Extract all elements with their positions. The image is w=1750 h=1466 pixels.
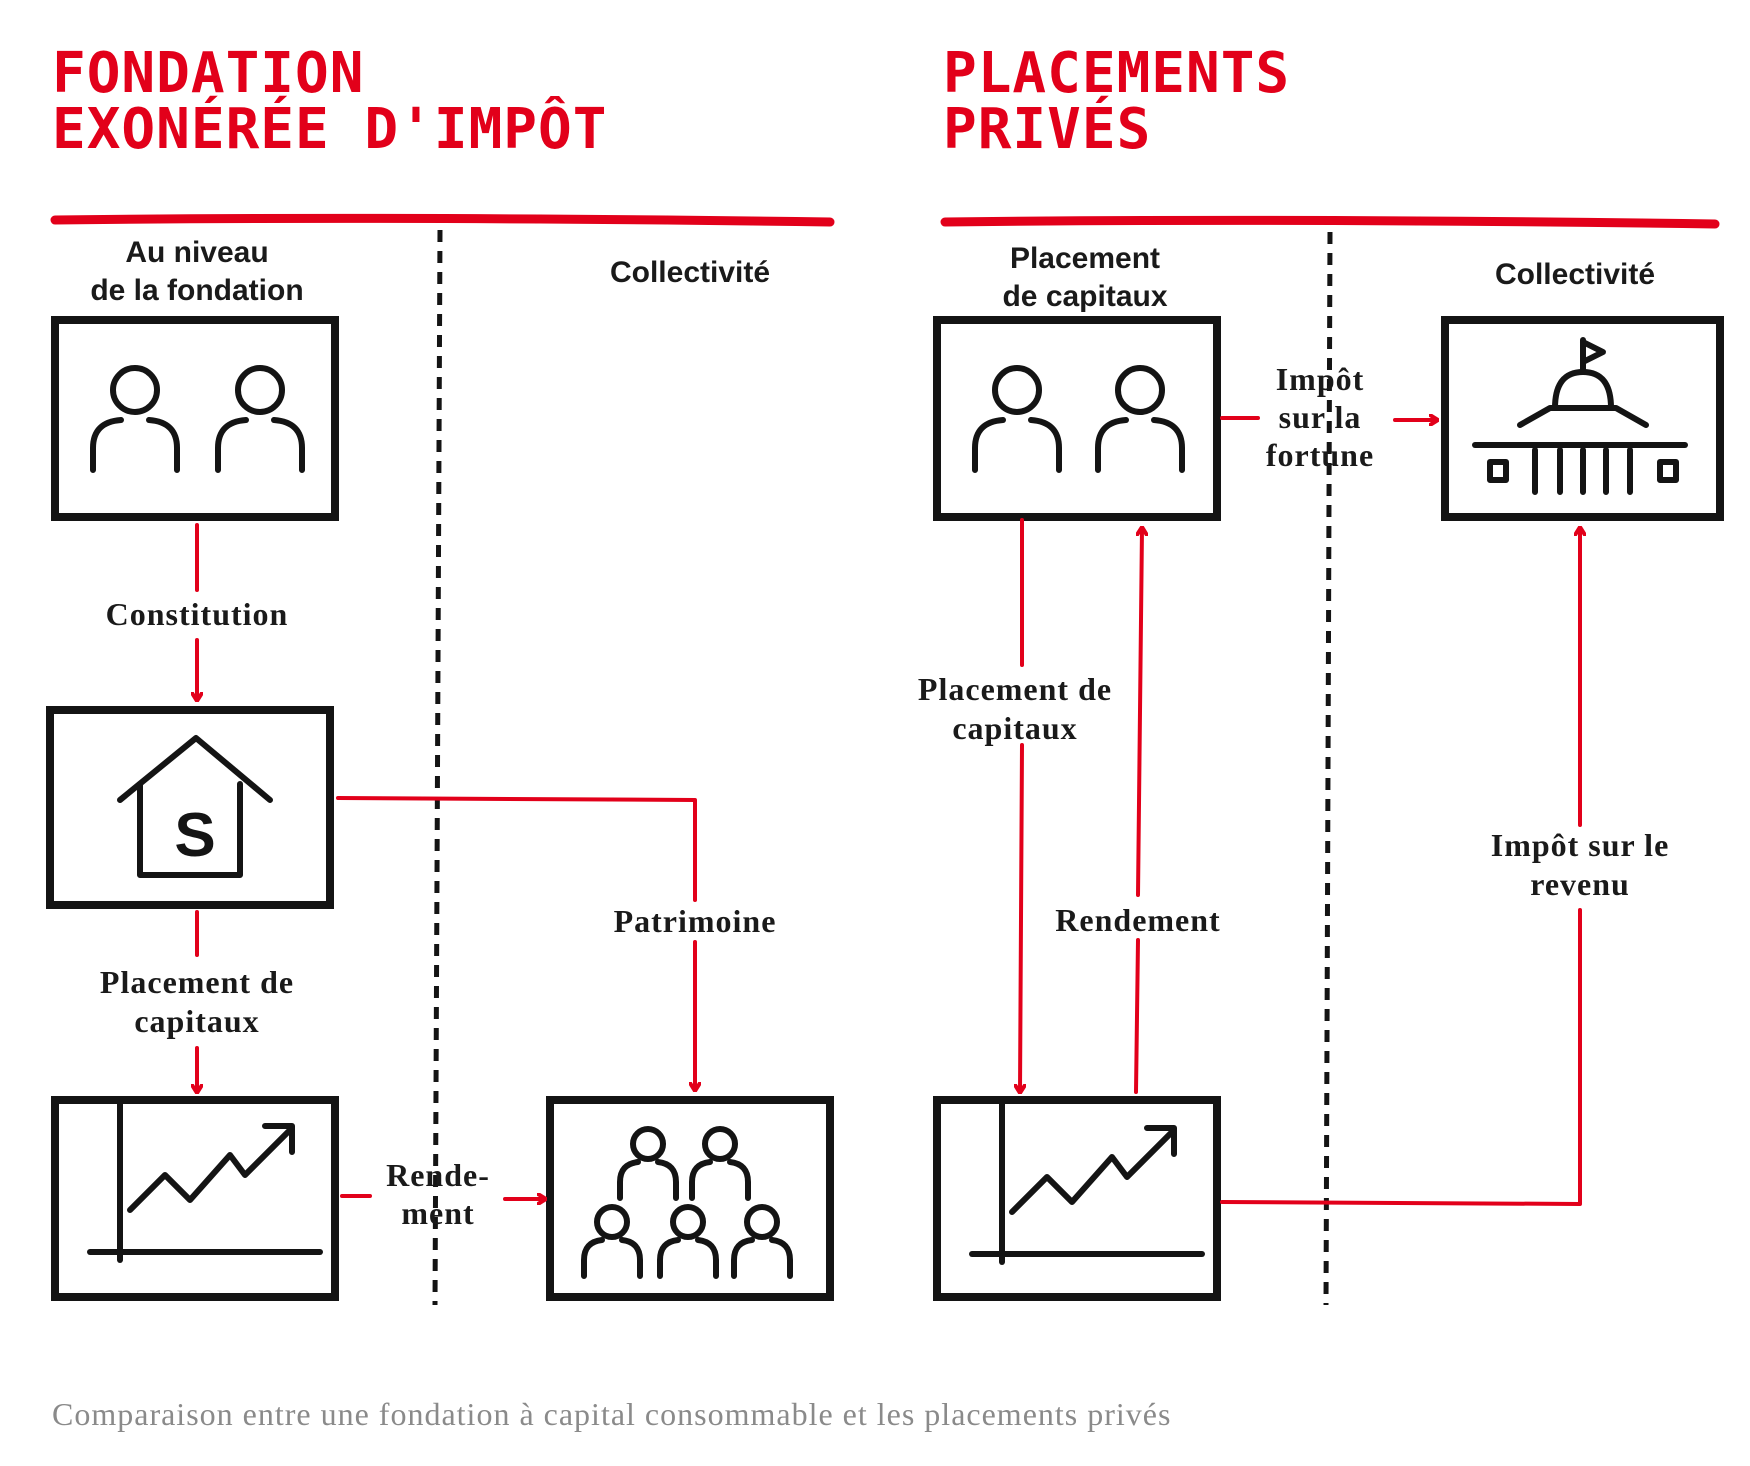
left-label-rendement-line1: Rende- [386, 1157, 490, 1193]
right-title-line1: PLACEMENTS [943, 41, 1290, 106]
left-label-placement-line2: capitaux [134, 1003, 259, 1039]
left-header-rule [50, 213, 835, 227]
house-dollar-icon: S [117, 735, 273, 878]
right-arrow-impot-revenu [1220, 528, 1580, 1206]
right-label-placement-line1: Placement de [918, 671, 1112, 707]
right-investors-box [933, 316, 1221, 521]
svg-text:S: S [174, 801, 215, 870]
left-title-line2: EXONÉRÉE D'IMPÔT [52, 97, 607, 162]
left-label-patrimoine: Patrimoine [614, 903, 777, 939]
left-donors-box [51, 316, 339, 521]
left-arrow-patrimoine [336, 796, 695, 1090]
right-col1-head-line1: Placement [1010, 242, 1160, 275]
left-col1-head-line1: Au niveau [125, 236, 268, 269]
left-col1-head-line2: de la fondation [90, 274, 303, 307]
right-col2-head: Collectivité [1495, 258, 1655, 291]
right-label-impot-fortune-line3: fortune [1266, 437, 1374, 473]
left-title-line1: FONDATION [52, 41, 364, 106]
right-arrow-rendement [1136, 528, 1142, 1094]
left-divider [432, 229, 443, 1306]
right-col1-head-line2: de capitaux [1002, 280, 1167, 313]
left-col2-head: Collectivité [610, 256, 770, 289]
left-arrow-rendement [340, 1196, 545, 1199]
left-panel: FONDATION EXONÉRÉE D'IMPÔT Au niveau de … [46, 41, 835, 1306]
right-panel: PLACEMENTS PRIVÉS Placement de capitaux … [918, 41, 1724, 1306]
right-arrow-placement [1020, 518, 1022, 1092]
right-label-impot-fortune-line1: Impôt [1276, 361, 1365, 397]
right-label-impot-fortune-line2: sur la [1279, 399, 1362, 435]
right-title-line2: PRIVÉS [943, 97, 1151, 162]
right-label-rendement: Rendement [1055, 902, 1220, 938]
figure-caption: Comparaison entre une fondation à capita… [52, 1396, 1171, 1432]
right-arrow-impot-fortune [1220, 418, 1437, 420]
government-building-icon [1472, 337, 1688, 495]
right-label-impot-revenu-line1: Impôt sur le [1491, 827, 1670, 863]
right-header-rule [940, 215, 1720, 229]
right-divider [1323, 231, 1333, 1306]
left-label-placement-line1: Placement de [100, 964, 294, 1000]
right-label-impot-revenu-line2: revenu [1530, 866, 1630, 902]
right-label-placement-line2: capitaux [952, 710, 1077, 746]
left-label-rendement-line2: ment [401, 1195, 474, 1231]
left-label-constitution: Constitution [106, 596, 289, 632]
